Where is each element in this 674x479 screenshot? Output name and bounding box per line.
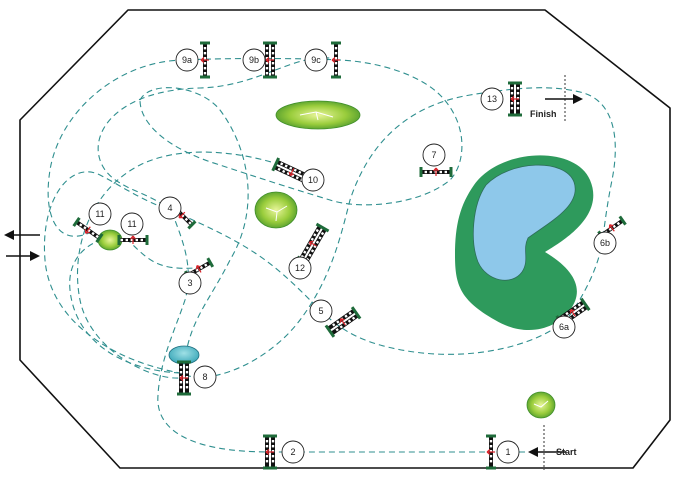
fence-number-12: 12: [288, 256, 312, 280]
fence-number-2: 2: [281, 440, 305, 464]
fence-9b: [263, 41, 277, 79]
finish-arrow: [545, 94, 583, 104]
fence-5: [324, 306, 362, 338]
fence-number-11: 11: [88, 202, 112, 226]
svg-text:9a: 9a: [182, 55, 192, 65]
svg-text:11: 11: [127, 219, 136, 229]
bush-bottom-right: [526, 391, 556, 419]
fence-number-7: 7: [422, 143, 446, 167]
fence-9c: [331, 41, 341, 79]
water-jump: [168, 345, 200, 365]
fence-7: [419, 167, 453, 177]
bush-middle: [254, 191, 298, 229]
fence-number-6a: 6a: [552, 315, 576, 339]
fence-number-1: 1: [496, 440, 520, 464]
fence-number-8: 8: [193, 365, 217, 389]
svg-text:13: 13: [487, 94, 497, 104]
svg-text:7: 7: [431, 150, 436, 160]
entry-arrow: [6, 251, 40, 261]
svg-text:6a: 6a: [559, 322, 569, 332]
start-label: Start: [556, 447, 577, 457]
svg-text:6b: 6b: [600, 238, 610, 248]
svg-text:9c: 9c: [311, 55, 321, 65]
fence-number-10: 10: [301, 168, 325, 192]
fence-9a: [200, 41, 210, 79]
lake: [455, 155, 594, 331]
fence-13: [508, 81, 522, 117]
svg-text:4: 4: [167, 203, 172, 213]
track-lines: [43, 57, 616, 453]
svg-text:5: 5: [318, 306, 323, 316]
fences: [72, 41, 627, 470]
fence-1: [486, 434, 496, 470]
fence-number-4: 4: [158, 196, 182, 220]
fence-number-11-second: 11: [120, 212, 144, 236]
fence-11-second: [117, 235, 149, 245]
bush-top: [275, 100, 361, 130]
lake-water: [472, 164, 576, 281]
fence-number-9a: 9a: [175, 48, 199, 72]
fence-number-9b: 9b: [242, 48, 266, 72]
svg-text:3: 3: [187, 278, 192, 288]
fence-number-9c: 9c: [304, 48, 328, 72]
fence-2: [263, 434, 277, 470]
fence-8: [177, 360, 191, 396]
fence-number-6b: 6b: [593, 231, 617, 255]
fence-number-5: 5: [309, 299, 333, 323]
fence-number-3: 3: [178, 271, 202, 295]
svg-text:2: 2: [290, 447, 295, 457]
fence-11: [72, 217, 104, 243]
svg-text:8: 8: [202, 372, 207, 382]
fence-number-13: 13: [480, 87, 504, 111]
arena-border: [19, 9, 671, 469]
svg-text:9b: 9b: [249, 55, 259, 65]
start-arrow: [528, 447, 566, 457]
finish-label: Finish: [530, 109, 557, 119]
svg-text:1: 1: [505, 447, 510, 457]
fence-numbers: 1 2 3 4 5 6a 6b 7 8 9a 9b 9c 10 11 11 12…: [88, 48, 617, 464]
exit-arrow: [4, 230, 40, 240]
svg-text:11: 11: [95, 209, 104, 219]
svg-text:12: 12: [295, 263, 305, 273]
svg-text:10: 10: [308, 175, 318, 185]
